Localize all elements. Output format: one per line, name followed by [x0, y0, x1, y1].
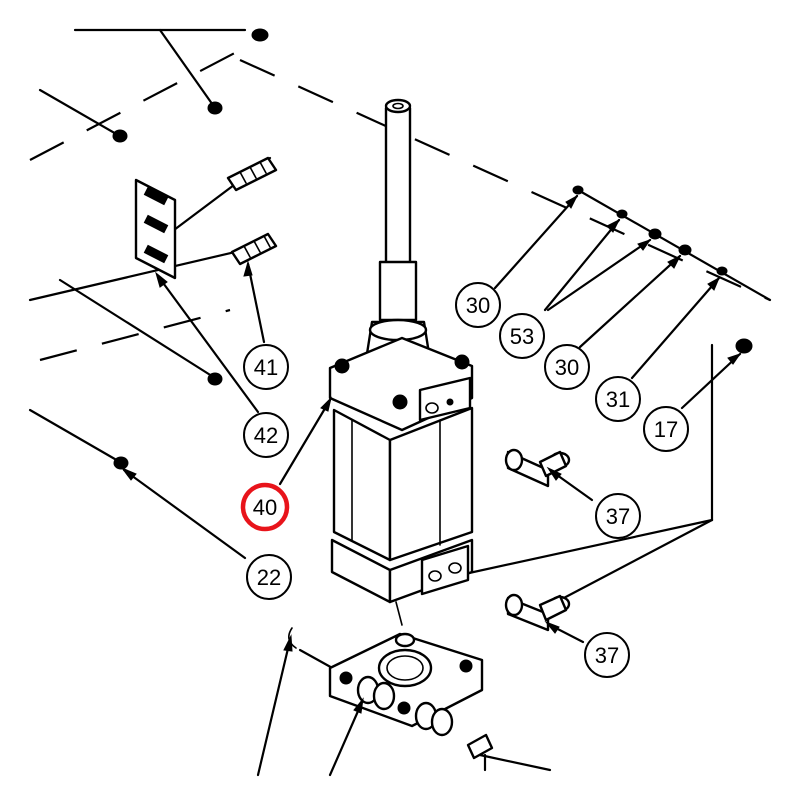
callout-17[interactable]: 17	[643, 406, 689, 452]
pneumatic-cylinder-icon	[328, 98, 474, 626]
callouts: 30 53 30 31 17 41 42 40	[240, 282, 689, 678]
callout-label: 53	[510, 324, 534, 349]
callout-41[interactable]: 41	[243, 344, 289, 390]
callout-40-highlighted[interactable]: 40	[240, 482, 290, 532]
callout-42[interactable]: 42	[243, 412, 289, 458]
callout-label: 40	[253, 495, 277, 520]
callout-label: 37	[606, 504, 630, 529]
callout-label: 42	[254, 423, 278, 448]
construction-lines	[28, 28, 772, 772]
callout-label: 37	[595, 643, 619, 668]
leader-lines	[120, 194, 742, 777]
callout-label: 31	[606, 387, 630, 412]
callout-label: 30	[466, 293, 490, 318]
callout-label: 41	[254, 355, 278, 380]
callout-label: 30	[555, 355, 579, 380]
callout-37-upper[interactable]: 37	[595, 493, 641, 539]
elbow-fitting-icons	[504, 448, 571, 632]
callout-22[interactable]: 22	[246, 554, 292, 600]
callout-label: 17	[654, 417, 678, 442]
callout-37-lower[interactable]: 37	[584, 632, 630, 678]
callout-31[interactable]: 31	[595, 376, 641, 422]
callout-30-lower[interactable]: 30	[544, 344, 590, 390]
label-plate-icon	[134, 178, 177, 280]
callout-53[interactable]: 53	[499, 313, 545, 359]
callout-label: 22	[257, 565, 281, 590]
nut-icons	[112, 28, 753, 470]
threaded-stud-icons	[226, 156, 278, 266]
callout-30-upper[interactable]: 30	[455, 282, 501, 328]
mounting-flange-icon	[288, 627, 494, 760]
